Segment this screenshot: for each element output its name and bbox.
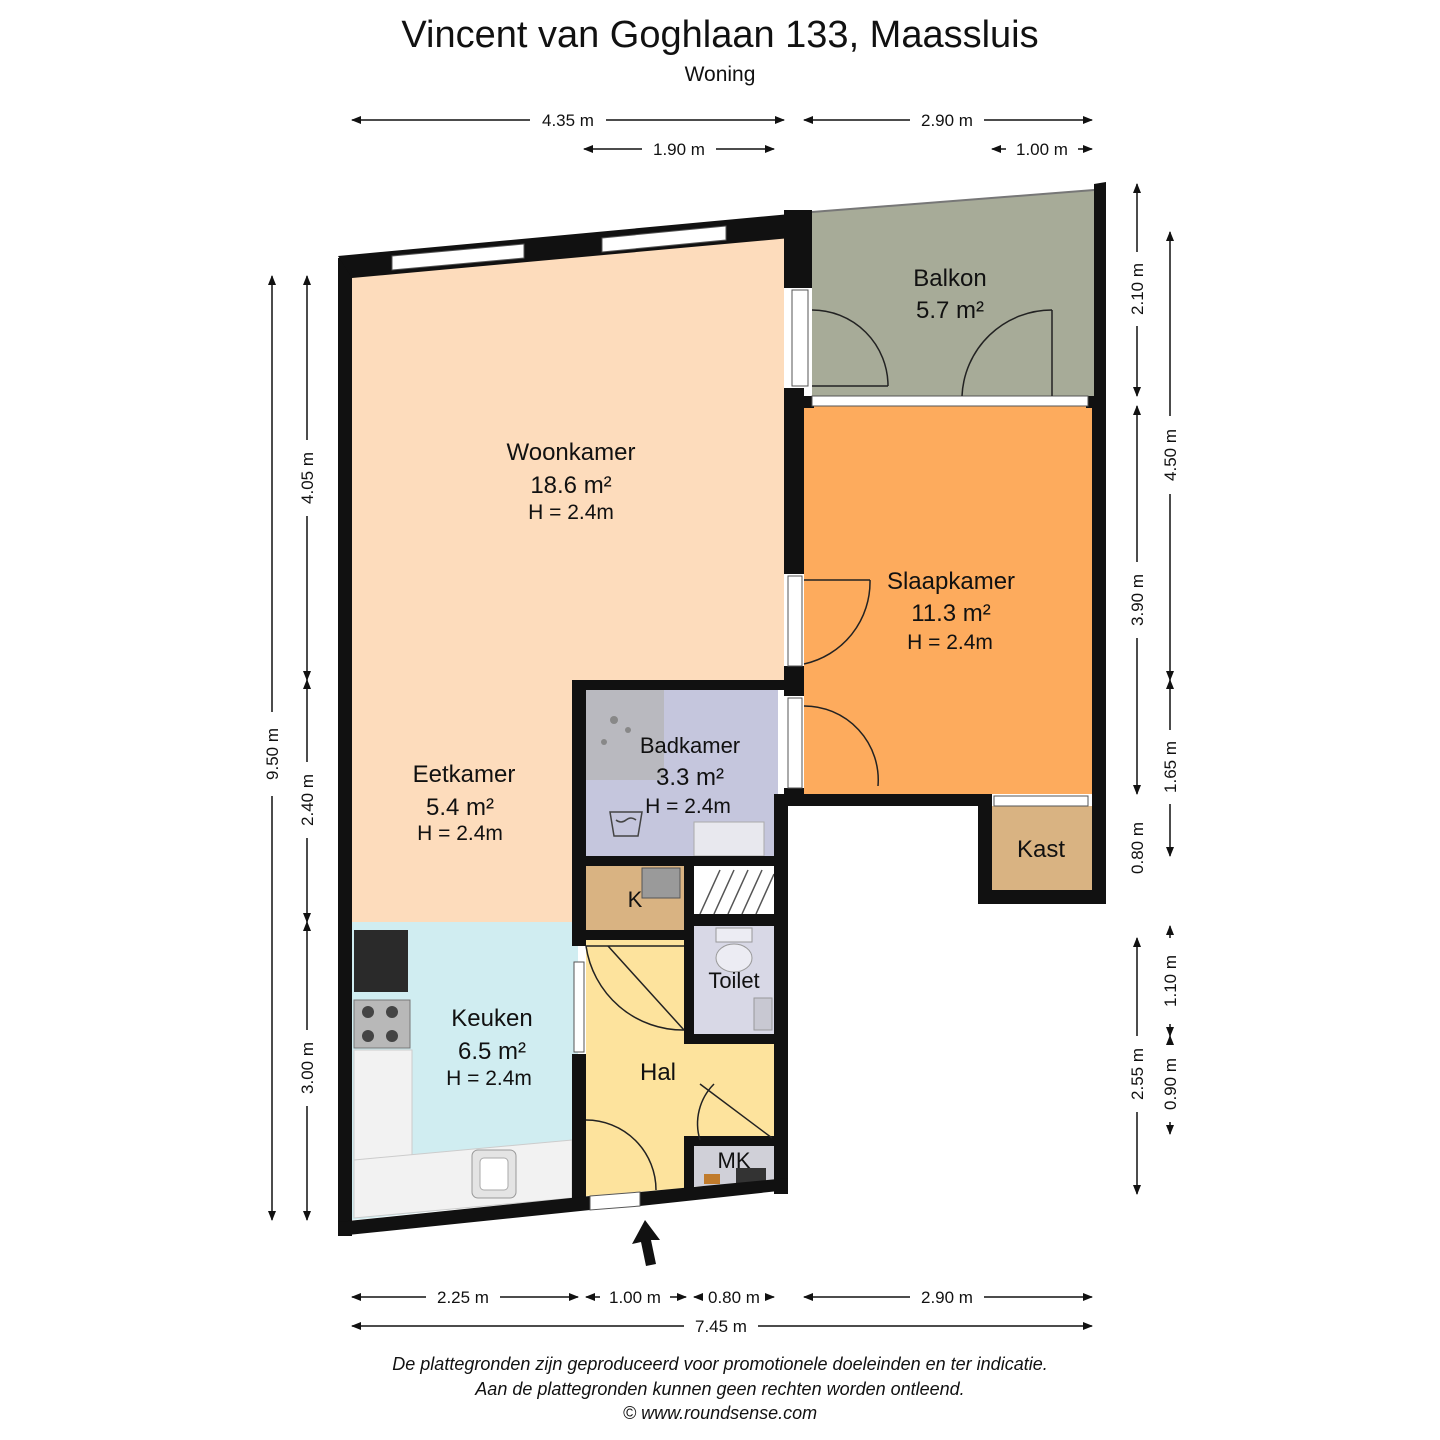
entrance-arrow-icon [632, 1220, 660, 1266]
dim-right-0-90: 0.90 m [1161, 1058, 1180, 1110]
kitchen-counter [353, 1049, 413, 1161]
balkon-area-text: 5.7 m² [916, 297, 984, 324]
dim-right-3-90: 3.90 m [1128, 574, 1147, 626]
windows [391, 225, 1089, 1211]
storage-hatch [699, 869, 775, 915]
toilet-name: Toilet [708, 968, 759, 993]
dim-right-1-10: 1.10 m [1161, 955, 1180, 1007]
washing-machine-icon [609, 811, 643, 837]
keuken-area-text: 6.5 m² [458, 1038, 526, 1065]
dim-top-2-90: 2.90 m [921, 111, 973, 130]
dim-left-3-00: 3.00 m [298, 1042, 317, 1094]
dim-bottom-2-90: 2.90 m [921, 1288, 973, 1307]
dim-right-0-80: 0.80 m [1128, 822, 1147, 874]
dim-right-2-55: 2.55 m [1128, 1048, 1147, 1100]
slaapkamer-area [804, 406, 1092, 794]
dim-left-2-40: 2.40 m [298, 774, 317, 826]
hal-name: Hal [640, 1059, 676, 1086]
dimension-lines [268, 116, 1174, 1330]
hal-area [586, 940, 774, 1196]
mk-name: MK [718, 1148, 751, 1173]
dim-top-1-00: 1.00 m [1016, 140, 1068, 159]
dim-bottom-7-45: 7.45 m [695, 1317, 747, 1336]
storage-area [694, 866, 774, 914]
dim-bottom-0-80: 0.80 m [708, 1288, 760, 1307]
eetkamer-area-text: 5.4 m² [426, 794, 494, 821]
fridge-icon [354, 930, 408, 992]
footer-disclaimer-2: Aan de plattegronden kunnen geen rechten… [475, 1379, 965, 1399]
woonkamer-name: Woonkamer [507, 439, 636, 466]
eetkamer-height: H = 2.4m [417, 822, 503, 845]
door-swings [585, 309, 1053, 1191]
footer-copyright: © www.roundsense.com [622, 1403, 818, 1423]
slaapkamer-name: Slaapkamer [887, 568, 1015, 595]
kast-name: Kast [1017, 836, 1065, 863]
k-name: K [628, 887, 643, 912]
dim-bottom-1-00: 1.00 m [609, 1288, 661, 1307]
woonkamer-height: H = 2.4m [528, 501, 614, 524]
dim-right-1-65: 1.65 m [1161, 741, 1180, 793]
balkon-area [812, 190, 1094, 396]
woonkamer-area [352, 236, 784, 922]
keuken-name: Keuken [451, 1005, 532, 1032]
page-subtitle: Woning [684, 63, 756, 86]
dim-top-4-35: 4.35 m [542, 111, 594, 130]
sink-icon [471, 1149, 517, 1199]
slaapkamer-height: H = 2.4m [907, 631, 993, 654]
toilet-icon [715, 927, 753, 973]
stove-icon [353, 999, 411, 1049]
k-appliance-icon [641, 867, 681, 899]
shower-icon [601, 716, 631, 745]
badkamer-area-text: 3.3 m² [656, 764, 724, 791]
badkamer-height: H = 2.4m [645, 795, 731, 818]
eetkamer-name: Eetkamer [413, 761, 516, 788]
shower-area [586, 690, 664, 780]
badkamer-name: Badkamer [640, 733, 740, 758]
washbasin-icon [693, 821, 765, 857]
woonkamer-area-text: 18.6 m² [530, 472, 611, 499]
kast-area [990, 806, 1092, 890]
toilet-sink-icon [753, 997, 773, 1031]
keuken-height: H = 2.4m [446, 1067, 532, 1090]
balkon-name: Balkon [913, 265, 986, 292]
dim-bottom-2-25: 2.25 m [437, 1288, 489, 1307]
mk-appliance-icon [704, 1168, 766, 1184]
dim-right-2-10: 2.10 m [1128, 263, 1147, 315]
dim-right-4-50: 4.50 m [1161, 429, 1180, 481]
footer-disclaimer-1: De plattegronden zijn geproduceerd voor … [392, 1354, 1048, 1374]
dim-top-1-90: 1.90 m [653, 140, 705, 159]
page-title: Vincent van Goghlaan 133, Maassluis [401, 14, 1039, 56]
slaapkamer-area-text: 11.3 m² [911, 600, 991, 627]
dim-left-9-50: 9.50 m [263, 728, 282, 780]
dim-left-4-05: 4.05 m [298, 452, 317, 504]
